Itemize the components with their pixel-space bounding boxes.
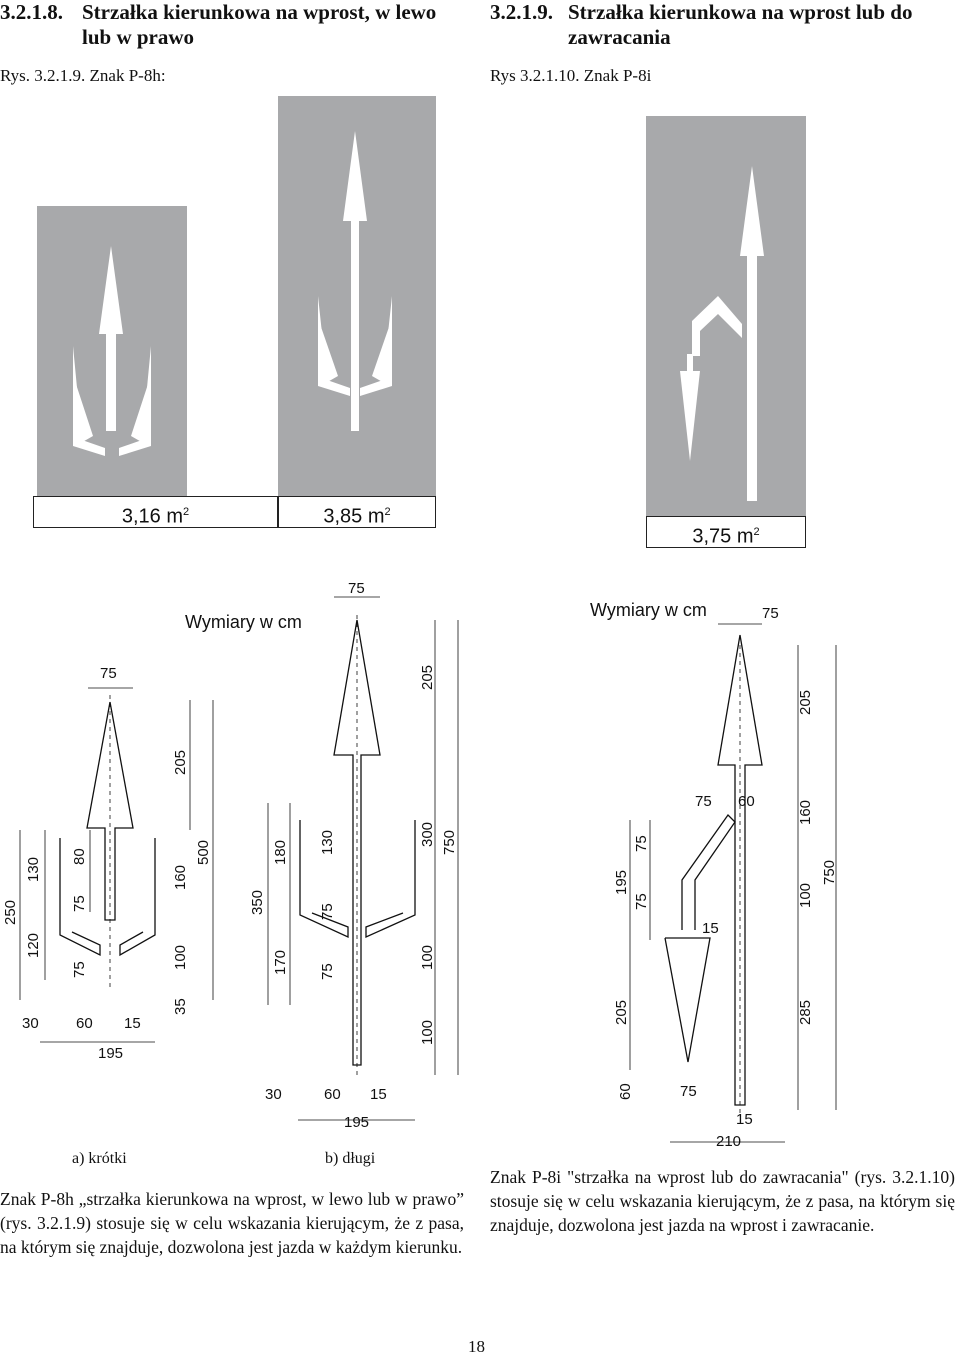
dim-b-100b: 100 — [419, 1020, 436, 1045]
dim-c-75d: 75 — [680, 1083, 697, 1100]
dim-b-350: 350 — [249, 890, 266, 915]
dim-c-60: 60 — [738, 793, 755, 810]
dim-a-250: 250 — [2, 900, 19, 925]
dimension-drawing-p8i: 75 205 750 75 60 160 195 75 75 15 100 20… — [613, 605, 838, 1150]
dim-b-75: 75 — [348, 580, 365, 597]
dim-a-100: 100 — [172, 945, 189, 970]
area-value-p8i: 3,75 m — [692, 525, 754, 548]
dimension-drawing-short: 75 205 500 130 250 120 80 75 75 160 100 … — [2, 665, 214, 1062]
dim-b-195: 195 — [344, 1114, 369, 1131]
dim-b-30: 30 — [265, 1086, 282, 1103]
dim-c-60b: 60 — [617, 1083, 634, 1100]
p8h-short-panel — [37, 206, 187, 496]
caption-long: b) długi — [325, 1150, 376, 1167]
dim-b-130: 130 — [319, 830, 336, 855]
dim-c-160: 160 — [797, 800, 814, 825]
right-figure-ref: Rys 3.2.1.10. Znak P-8i — [490, 66, 652, 85]
dim-a-75c: 75 — [71, 961, 88, 978]
right-heading-number: 3.2.1.9. — [490, 0, 553, 24]
dim-a-130: 130 — [25, 857, 42, 882]
dim-a-15: 15 — [124, 1015, 141, 1032]
dim-a-160: 160 — [172, 865, 189, 890]
dim-b-205: 205 — [419, 665, 436, 690]
dim-b-15: 15 — [370, 1086, 387, 1103]
dimension-drawing-long: 75 205 300 750 350 180 130 75 170 75 100… — [249, 580, 459, 1131]
dim-c-195: 195 — [613, 870, 630, 895]
right-heading-title: Strzałka kierunkowa na wprost lub do zaw… — [568, 0, 913, 49]
dim-c-205b: 205 — [613, 1000, 630, 1025]
dim-c-205: 205 — [797, 690, 814, 715]
area-box-p8i: 3,75 m2 — [646, 516, 806, 548]
dim-a-75b: 75 — [71, 895, 88, 912]
dim-c-15b: 15 — [736, 1111, 753, 1128]
dim-b-750: 750 — [441, 830, 458, 855]
right-description: Znak P-8i "strzałka na wprost lub do zaw… — [490, 1167, 955, 1235]
area-value-short: 3,16 m — [121, 505, 184, 528]
dim-b-75c: 75 — [319, 963, 336, 980]
p8h-long-panel — [278, 96, 436, 496]
area-box-long: 3,85 m2 — [278, 496, 436, 528]
dim-a-120: 120 — [25, 933, 42, 958]
dim-b-100: 100 — [419, 945, 436, 970]
dim-b-300: 300 — [419, 822, 436, 847]
right-units-label: Wymiary w cm — [590, 600, 707, 620]
dim-c-15: 15 — [702, 920, 719, 937]
area-unit-exponent: 2 — [384, 506, 391, 518]
area-box-short: 3,16 m2 — [33, 496, 278, 528]
p8h-long-arrow-marking — [318, 131, 392, 431]
dim-a-30: 30 — [22, 1015, 39, 1032]
dim-b-170: 170 — [272, 950, 289, 975]
left-heading-title: Strzałka kierunkowa na wprost, w lewo lu… — [82, 0, 437, 49]
dim-a-60: 60 — [76, 1015, 93, 1032]
dim-b-75b: 75 — [319, 903, 336, 920]
dim-b-60: 60 — [324, 1086, 341, 1103]
dim-a-35: 35 — [172, 998, 189, 1015]
dim-b-180: 180 — [272, 840, 289, 865]
dim-c-75: 75 — [762, 605, 779, 622]
p8i-arrow-marking — [680, 166, 764, 501]
dim-c-210: 210 — [716, 1133, 741, 1150]
dim-a-195: 195 — [98, 1045, 123, 1062]
left-heading-number: 3.2.1.8. — [0, 0, 63, 24]
dim-a-500: 500 — [195, 840, 212, 865]
left-description: Znak P-8h „strzałka kierunkowa na wprost… — [0, 1189, 464, 1257]
area-unit-exponent: 2 — [753, 526, 760, 538]
page-number: 18 — [468, 1337, 485, 1356]
area-value-long: 3,85 m — [323, 505, 385, 528]
left-units-label: Wymiary w cm — [185, 612, 302, 632]
p8h-short-arrow-marking — [73, 246, 151, 456]
dim-c-285: 285 — [797, 1000, 814, 1025]
caption-short: a) krótki — [72, 1150, 127, 1167]
dim-a-80: 80 — [71, 848, 88, 865]
dim-a-205: 205 — [172, 750, 189, 775]
dim-c-100: 100 — [797, 883, 814, 908]
dim-c-75b: 75 — [633, 835, 650, 852]
dim-c-75-top: 75 — [695, 793, 712, 810]
dim-c-750: 750 — [821, 860, 838, 885]
dim-c-75c: 75 — [633, 893, 650, 910]
dim-a-75: 75 — [100, 665, 117, 682]
p8i-panel — [646, 116, 806, 516]
area-unit-exponent: 2 — [183, 506, 190, 518]
left-figure-ref: Rys. 3.2.1.9. Znak P-8h: — [0, 66, 166, 85]
